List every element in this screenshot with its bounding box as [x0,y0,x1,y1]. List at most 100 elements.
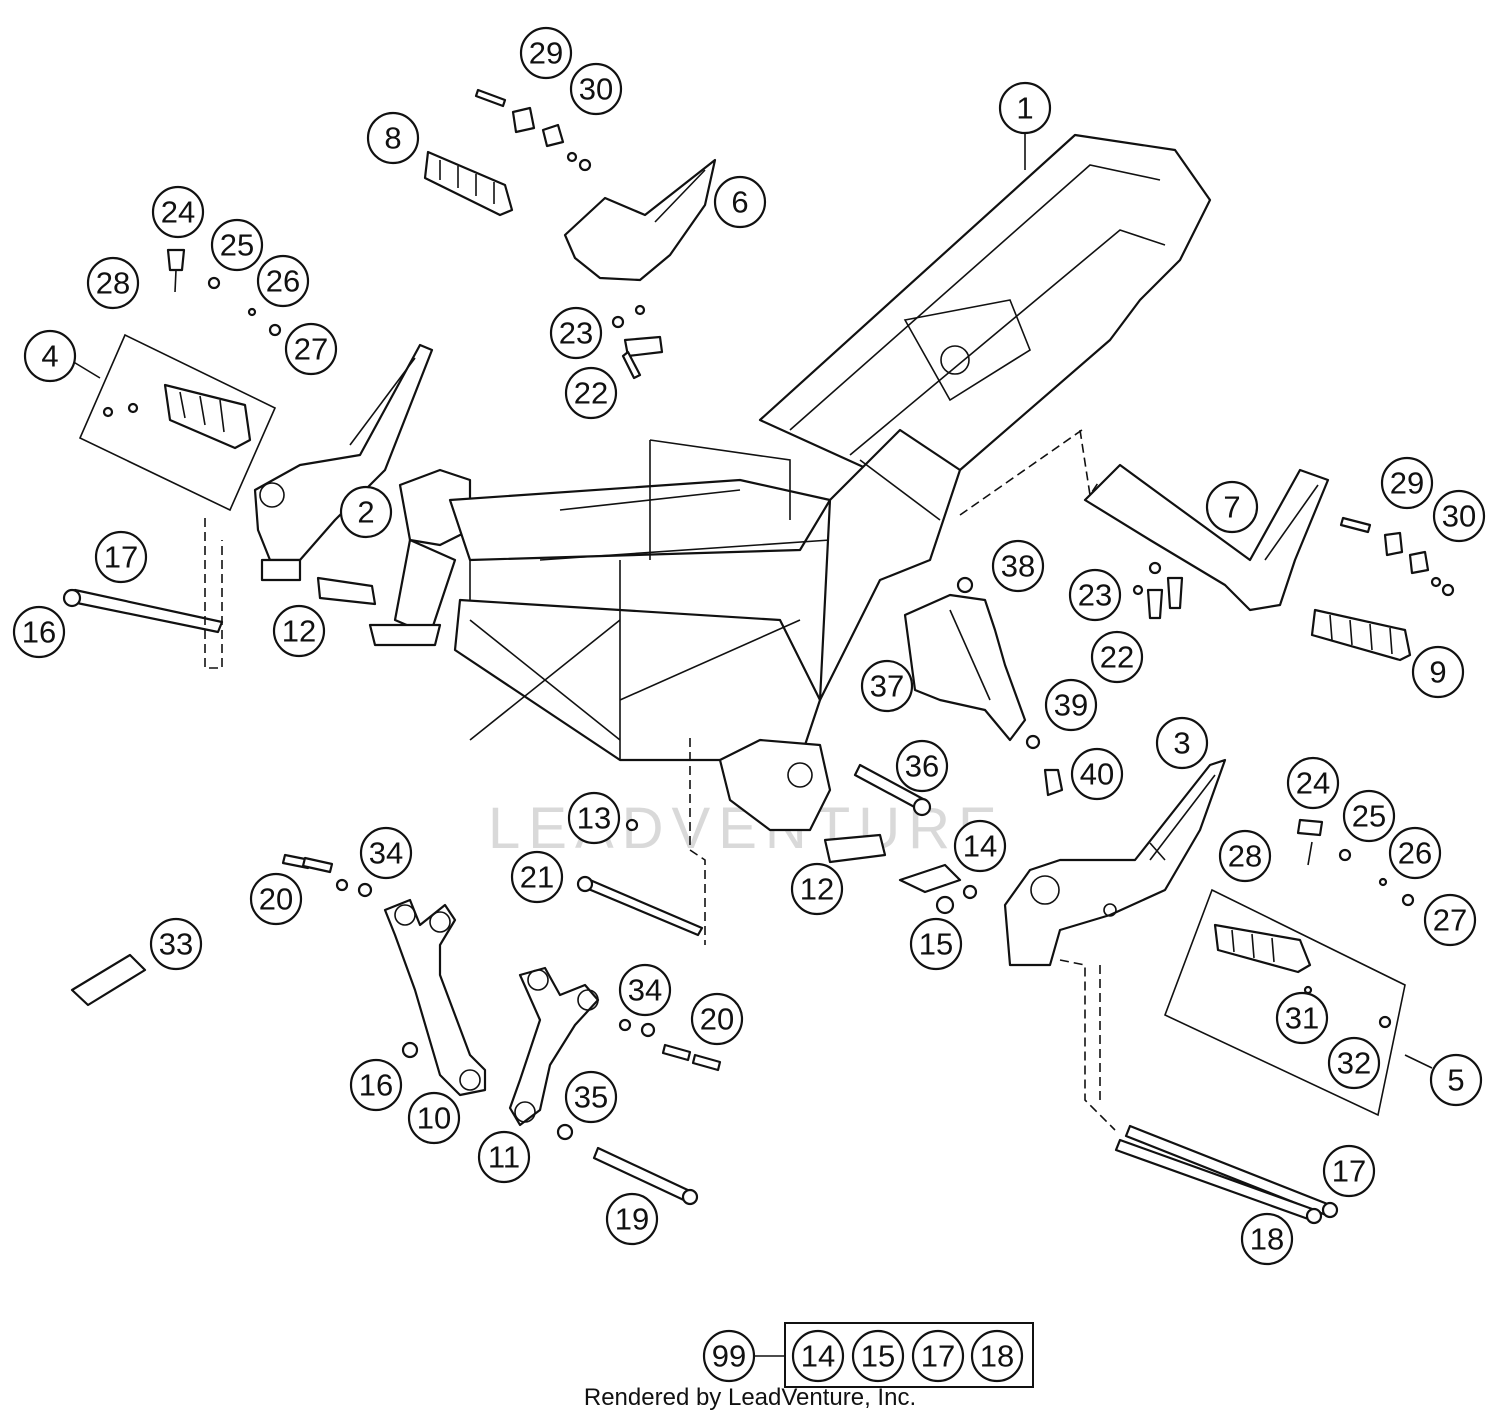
kit-item-3: 17 [911,1329,965,1383]
callout-number: 22 [574,376,608,411]
small-hardware-left [166,248,282,337]
callout-number: 12 [282,614,316,649]
callout-number: 14 [963,829,997,864]
callout-number: 28 [96,266,130,301]
callout-circle [519,26,573,80]
callout-c3: 3 [1155,716,1209,770]
callout-circle [1432,489,1486,543]
callout-circle [339,485,393,539]
callout-number: 13 [577,801,611,836]
callout-number: 26 [266,264,300,299]
callout-c24b: 24 [1286,756,1340,810]
callout-number: 18 [1250,1222,1284,1257]
callout-c30a: 30 [569,62,623,116]
callout-number: 20 [700,1002,734,1037]
callout-c4: 4 [23,329,77,383]
callout-circle [1068,568,1122,622]
kit-group: 99 14 15 17 18 [702,1322,1034,1388]
callout-layer: 1234567891011121213141516161717181920202… [12,26,1486,1266]
callout-circle [94,530,148,584]
callout-c24a: 24 [151,185,205,239]
callout-number: 11 [488,1140,520,1175]
callout-circle [953,819,1007,873]
callout-c22a: 22 [564,366,618,420]
callout-number: 9 [1429,655,1446,690]
callout-number: 25 [1352,799,1386,834]
kit-item-label: 15 [861,1339,895,1374]
right-footpeg-bracket-3 [1003,758,1227,967]
callout-circle [605,1192,659,1246]
callout-circle [1240,1212,1294,1266]
callout-c15: 15 [909,917,963,971]
callout-number: 39 [1054,688,1088,723]
callout-c28b: 28 [1218,829,1272,883]
callout-circle [12,605,66,659]
callout-number: 30 [1442,499,1476,534]
callout-number: 2 [357,495,374,530]
callout-c31: 31 [1275,991,1329,1045]
callout-circle [1155,716,1209,770]
callout-number: 24 [161,195,195,230]
callout-number: 4 [41,339,58,374]
callout-c28a: 28 [86,256,140,310]
callout-circle [284,322,338,376]
callout-circle [564,1070,618,1124]
callout-number: 3 [1173,726,1190,761]
callout-number: 21 [520,860,554,895]
callout-c23a: 23 [549,306,603,360]
engine-mount-arm-10 [383,898,487,1097]
callout-number: 15 [919,927,953,962]
callout-c16a: 16 [12,605,66,659]
callout-number: 17 [1332,1154,1366,1189]
callout-c36: 36 [895,739,949,793]
callout-circle [895,739,949,793]
callout-circle [272,604,326,658]
right-pivot-hardware [576,738,978,945]
callout-c25a: 25 [210,218,264,272]
callout-number: 38 [1001,549,1035,584]
callout-number: 10 [417,1101,451,1136]
callout-c6: 6 [713,175,767,229]
callout-number: 32 [1337,1046,1371,1081]
callout-number: 16 [22,615,56,650]
callout-number: 19 [615,1202,649,1237]
callout-circle [1218,829,1272,883]
callout-c30b: 30 [1432,489,1486,543]
callout-circle [690,992,744,1046]
callout-circle [618,963,672,1017]
callout-number: 29 [1390,466,1424,501]
callout-circle [407,1091,461,1145]
callout-c40: 40 [1070,747,1124,801]
callout-c27a: 27 [284,322,338,376]
callout-circle [1044,678,1098,732]
callout-circle [1429,1053,1483,1107]
callout-circle [210,218,264,272]
small-hardware-upper [474,88,664,380]
callout-c25b: 25 [1342,789,1396,843]
callout-circle [256,254,310,308]
callout-c16b: 16 [349,1058,403,1112]
rear-footpeg-9 [1310,608,1412,662]
callout-number: 31 [1285,1001,1319,1036]
small-hardware-right-upper [959,429,1455,620]
callout-c27b: 27 [1423,893,1477,947]
callout-number: 28 [1228,839,1262,874]
callout-c13: 13 [567,791,621,845]
callout-c29a: 29 [519,26,573,80]
callout-circle [366,111,420,165]
callout-circle [1205,480,1259,534]
callout-number: 20 [259,882,293,917]
kit-label-callout: 99 [702,1329,756,1383]
callout-c20b: 20 [690,992,744,1046]
callout-circle [860,659,914,713]
callout-number: 1 [1016,91,1033,126]
callout-c2: 2 [339,485,393,539]
right-long-bolts [1059,959,1339,1225]
callout-number: 25 [220,228,254,263]
render-credit: Rendered by LeadVenture, Inc. [583,1384,917,1411]
callout-circle [1342,789,1396,843]
callout-c11: 11 [477,1130,531,1184]
kit-item-label: 17 [921,1339,955,1374]
callout-circle [1322,1144,1376,1198]
